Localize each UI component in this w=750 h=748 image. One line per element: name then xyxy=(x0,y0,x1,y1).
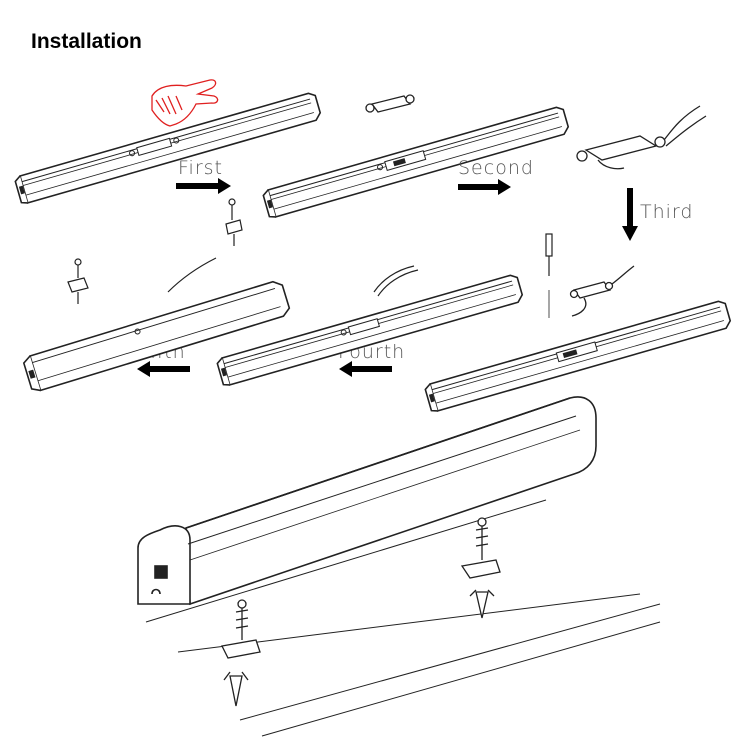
clip-screw-icon xyxy=(67,198,243,304)
connector-icon xyxy=(365,94,415,113)
driver-cable-icon xyxy=(576,105,707,170)
step4-bar xyxy=(215,265,525,388)
driver-mounted-icon xyxy=(569,265,635,317)
page-title: Installation xyxy=(31,30,142,53)
screwdriver-icon xyxy=(545,233,553,318)
arrow-down-icon xyxy=(622,188,638,241)
hand-icon xyxy=(151,79,219,127)
label-third: Third xyxy=(640,201,693,223)
step1-bar xyxy=(13,90,323,206)
arrow-left-icon xyxy=(137,361,190,377)
arrow-right-icon xyxy=(176,178,231,194)
arrow-right-icon xyxy=(458,179,511,195)
label-first: First xyxy=(178,157,223,179)
step3-bar xyxy=(423,298,733,414)
step5-bar xyxy=(22,257,291,392)
label-second: Second xyxy=(458,157,534,179)
step2-bar xyxy=(261,104,571,220)
large-light-bar xyxy=(137,396,597,606)
arrow-left-icon xyxy=(339,361,392,377)
mounting-clip-icon xyxy=(221,517,501,707)
